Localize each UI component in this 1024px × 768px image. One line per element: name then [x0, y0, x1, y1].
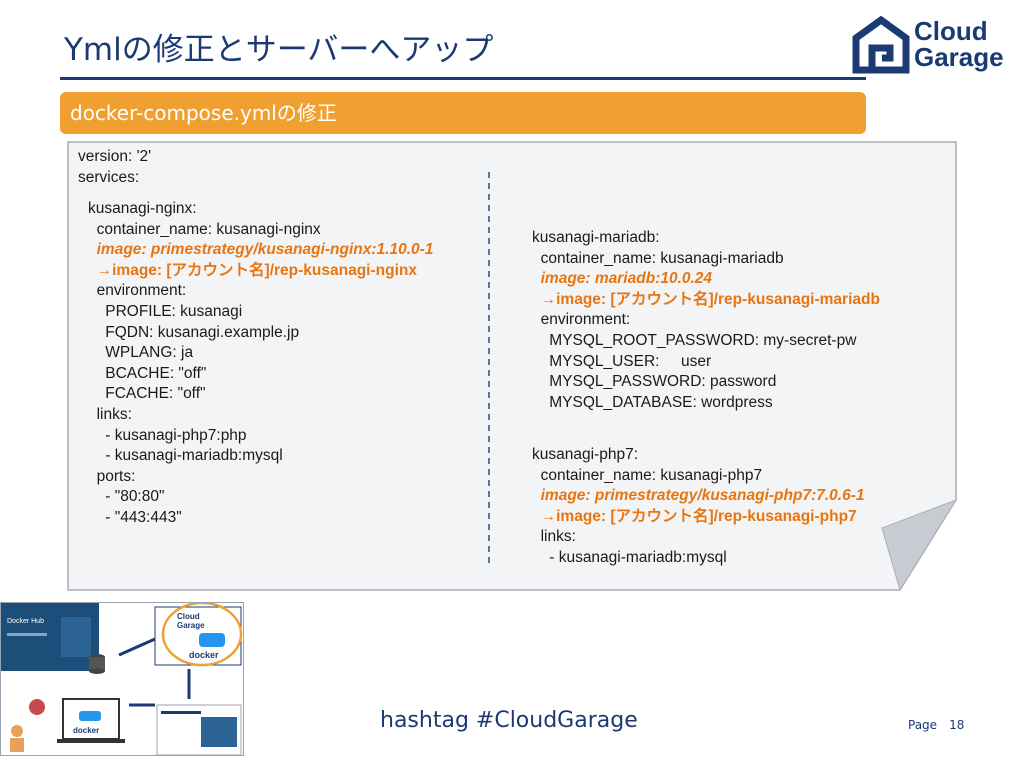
code-line: services:	[78, 168, 140, 186]
code-line: - "80:80"	[88, 488, 165, 506]
code-line: links:	[532, 528, 576, 546]
code-line: links:	[88, 405, 132, 423]
code-line: kusanagi-mariadb:	[532, 229, 660, 246]
docker-hub-label: Docker Hub	[7, 618, 44, 625]
code-line-highlight: image: primestrategy/kusanagi-nginx:1.10…	[88, 241, 434, 259]
code-line-highlight: →image: [アカウント名]/rep-kusanagi-mariadb	[532, 290, 880, 308]
logo-line-2: Garage	[914, 42, 1004, 72]
logo-wordmark: Cloud Garage	[914, 18, 1004, 70]
code-line-highlight: image: primestrategy/kusanagi-php7:7.0.6…	[532, 487, 865, 505]
code-line: MYSQL_USER: user	[532, 352, 712, 370]
architecture-diagram: Docker Hub Cloud Garage docker docker	[1, 603, 243, 755]
code-line-highlight: →image: [アカウント名]/rep-kusanagi-php7	[532, 507, 857, 525]
thumb-cloud-label-1: Cloud	[177, 612, 200, 621]
code-line: - kusanagi-php7:php	[88, 426, 247, 444]
thumb-docker-label-top: docker	[189, 650, 219, 660]
footer-hashtag: hashtag #CloudGarage	[380, 708, 638, 733]
code-line-highlight: →image: [アカウント名]/rep-kusanagi-nginx	[88, 261, 417, 279]
code-line: ports:	[88, 467, 136, 485]
page-title: Ymlの修正とサーバーへアップ	[64, 32, 494, 68]
code-line: - kusanagi-mariadb:mysql	[532, 548, 727, 566]
code-header: version: '2' services:	[78, 147, 151, 188]
code-line: container_name: kusanagi-mariadb	[532, 249, 784, 267]
code-line: MYSQL_PASSWORD: password	[532, 373, 777, 391]
section-header: docker-compose.ymlの修正	[60, 92, 866, 134]
house-logo-icon	[852, 16, 910, 74]
thumb-docker-label-bottom: docker	[73, 726, 99, 735]
code-line-highlight: image: mariadb:10.0.24	[532, 270, 713, 288]
code-line: MYSQL_ROOT_PASSWORD: my-secret-pw	[532, 331, 857, 349]
cloudgarage-logo: Cloud Garage	[852, 16, 1012, 76]
code-block-mariadb: kusanagi-mariadb: container_name: kusana…	[532, 228, 880, 413]
page-label: Page	[908, 718, 938, 732]
code-line: kusanagi-nginx:	[88, 200, 197, 217]
thumb-cloud-label-2: Garage	[177, 621, 205, 630]
code-line: BCACHE: "off"	[88, 364, 207, 382]
code-block-php7: kusanagi-php7: container_name: kusanagi-…	[532, 445, 865, 569]
highlight-circle	[161, 603, 243, 667]
code-line: kusanagi-php7:	[532, 446, 638, 463]
code-block-nginx: kusanagi-nginx: container_name: kusanagi…	[88, 199, 433, 529]
code-line: environment:	[88, 282, 187, 300]
architecture-thumbnail: Docker Hub Cloud Garage docker docker	[0, 602, 244, 756]
logo-line-1: Cloud	[914, 16, 988, 46]
code-line: FCACHE: "off"	[88, 385, 206, 403]
code-line: PROFILE: kusanagi	[88, 302, 243, 320]
code-line: container_name: kusanagi-php7	[532, 466, 763, 484]
code-line: WPLANG: ja	[88, 344, 194, 362]
page-number-value: 18	[949, 718, 965, 732]
code-line: FQDN: kusanagi.example.jp	[88, 323, 300, 341]
page-number: Page 18	[908, 718, 964, 732]
cloud-icon	[29, 699, 45, 715]
code-line: version: '2'	[78, 148, 152, 165]
code-line: MYSQL_DATABASE: wordpress	[532, 393, 773, 411]
code-line: - kusanagi-mariadb:mysql	[88, 447, 283, 465]
code-line: container_name: kusanagi-nginx	[88, 220, 321, 238]
code-line: environment:	[532, 311, 631, 329]
code-line: - "443:443"	[88, 508, 182, 526]
title-underline	[60, 77, 866, 80]
docker-whale-icon	[199, 633, 225, 647]
